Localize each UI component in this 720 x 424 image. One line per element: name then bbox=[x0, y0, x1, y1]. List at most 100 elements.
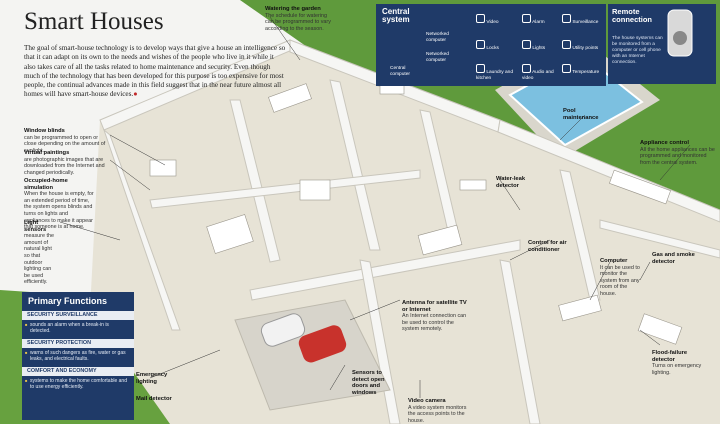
label-air-conditioner: Control for air conditioner bbox=[528, 240, 578, 253]
central-computer-label: Central computer bbox=[390, 66, 410, 77]
furniture bbox=[149, 79, 683, 345]
label-video-camera-title: Video camera bbox=[408, 398, 446, 404]
node-utility-label: Utility points bbox=[572, 46, 599, 51]
primary-functions: Primary Functions SECURITY SURVEILLANCE … bbox=[22, 292, 134, 395]
label-emergency-lighting-text: Emergency lighting bbox=[136, 372, 168, 385]
node-locks-label: Locks bbox=[486, 46, 499, 51]
label-flood-failure-title: Flood-failure detector bbox=[652, 350, 688, 363]
callout-virtual-paintings-text: are photographic images that are downloa… bbox=[24, 156, 105, 176]
watering-callout: Watering the garden The schedule for wat… bbox=[265, 6, 337, 32]
phone-screen bbox=[673, 31, 687, 45]
watering-title: Watering the garden bbox=[265, 6, 321, 12]
lock-icon bbox=[476, 40, 485, 49]
node-alarm-label: Alarm bbox=[532, 20, 545, 25]
node-audio: Audio and video bbox=[522, 64, 560, 81]
node-temperature: Temperature bbox=[562, 64, 602, 76]
car-red bbox=[298, 325, 347, 363]
node-laundry: Laundry and kitchen bbox=[476, 64, 516, 81]
label-gas-smoke: Gas and smoke detector bbox=[652, 252, 702, 265]
function-label: SECURITY SURVEILLANCE bbox=[22, 311, 134, 320]
central-system-title: Central system bbox=[382, 7, 410, 24]
speaker-icon bbox=[522, 64, 531, 73]
label-water-leak-text: Water-leak detector bbox=[496, 176, 526, 189]
plug-icon bbox=[562, 40, 571, 49]
page-title: Smart Houses bbox=[24, 8, 164, 35]
label-pool-maintenance: Pool maintenance bbox=[563, 108, 603, 121]
remote-connection-title: Remote connection bbox=[612, 7, 653, 24]
callout-occupied-home-text: When the house is empty, for an extended… bbox=[24, 191, 94, 231]
function-item: warns of such dangers as fire, water or … bbox=[22, 348, 134, 367]
networked-computer-1: Networked computer bbox=[426, 32, 449, 43]
label-antenna-title: Antenna for satellite TV or Internet bbox=[402, 300, 467, 313]
label-appliance-text: All the home appliances can be programme… bbox=[640, 146, 715, 166]
callout-leaders bbox=[59, 16, 691, 398]
function-label: SECURITY PROTECTION bbox=[22, 339, 134, 348]
remote-connection-panel bbox=[608, 4, 716, 84]
node-lights: Lights bbox=[522, 40, 545, 52]
label-video-camera-text: A video system monitors the access point… bbox=[408, 404, 467, 424]
label-mail-detector-text: Mail detector bbox=[136, 396, 172, 402]
primary-functions-title: Primary Functions bbox=[28, 296, 108, 306]
label-air-conditioner-text: Control for air conditioner bbox=[528, 240, 567, 253]
end-dot: ● bbox=[133, 90, 138, 99]
label-flood-failure-text: Turns on emergency lighting. bbox=[652, 363, 702, 376]
node-temperature-label: Temperature bbox=[572, 70, 600, 75]
function-comfort-economy: COMFORT AND ECONOMY systems to make the … bbox=[22, 367, 134, 395]
node-surveillance-label: Surveillance bbox=[572, 20, 599, 25]
remote-connection-block: Remote connection The house systems can … bbox=[612, 8, 666, 66]
node-surveillance: Surveillance bbox=[562, 14, 598, 26]
networked-computer-2: Networked computer bbox=[426, 52, 449, 63]
node-audio-label: Audio and video bbox=[522, 70, 554, 81]
video-icon bbox=[476, 14, 485, 23]
node-video-label: Video bbox=[486, 20, 499, 25]
thermometer-icon bbox=[562, 64, 571, 73]
label-antenna-text: An Internet connection can be used to co… bbox=[402, 313, 467, 333]
node-locks: Locks bbox=[476, 40, 499, 52]
lightbulb-icon bbox=[522, 40, 531, 49]
label-appliance-title: Appliance control bbox=[640, 140, 689, 146]
callout-window-blinds-text: can be programmed to open or close depen… bbox=[24, 134, 106, 154]
remote-connection-text: The house systems can be monitored from … bbox=[612, 36, 663, 65]
callout-light-sensors-text: measure the amount of natural light so t… bbox=[24, 233, 54, 286]
node-alarm: Alarm bbox=[522, 14, 545, 26]
label-emergency-lighting: Emergency lighting bbox=[136, 372, 176, 385]
node-laundry-label: Laundry and kitchen bbox=[476, 70, 514, 81]
intro-paragraph: The goal of smart-house technology is to… bbox=[24, 44, 286, 100]
washer-icon bbox=[476, 64, 485, 73]
label-mail-detector: Mail detector bbox=[136, 396, 176, 403]
callout-virtual-paintings-title: Virtual paintings bbox=[24, 150, 70, 156]
node-utility: Utility points bbox=[562, 40, 602, 52]
intro-text: The goal of smart-house technology is to… bbox=[24, 44, 286, 99]
label-gas-smoke-text: Gas and smoke detector bbox=[652, 252, 695, 265]
watering-text: The schedule for watering can be program… bbox=[265, 12, 331, 32]
label-pool-maintenance-text: Pool maintenance bbox=[563, 108, 599, 121]
callout-occupied-home-title: Occupied-home simulation bbox=[24, 178, 68, 191]
eye-icon bbox=[562, 14, 571, 23]
function-label: COMFORT AND ECONOMY bbox=[22, 367, 134, 376]
function-item: sounds an alarm when a break-in is detec… bbox=[22, 320, 134, 339]
label-computer-title: Computer bbox=[600, 258, 628, 264]
label-door-sensors-text: Sensors to detect open doors and windows bbox=[352, 370, 385, 396]
function-item: systems to make the home comfortable and… bbox=[22, 376, 134, 395]
function-security-surveillance: SECURITY SURVEILLANCE sounds an alarm wh… bbox=[22, 311, 134, 339]
alarm-icon bbox=[522, 14, 531, 23]
central-system-block: Central system bbox=[382, 8, 422, 24]
node-lights-label: Lights bbox=[532, 46, 546, 51]
label-door-sensors: Sensors to detect open doors and windows bbox=[352, 370, 396, 396]
function-security-protection: SECURITY PROTECTION warns of such danger… bbox=[22, 339, 134, 367]
callout-light-sensors-title: Light sensors bbox=[24, 220, 47, 233]
label-water-leak: Water-leak detector bbox=[496, 176, 536, 189]
car-white bbox=[260, 313, 306, 347]
label-computer-text: It can be used to monitor the system fro… bbox=[600, 264, 640, 297]
callout-window-blinds-title: Window blinds bbox=[24, 128, 65, 134]
